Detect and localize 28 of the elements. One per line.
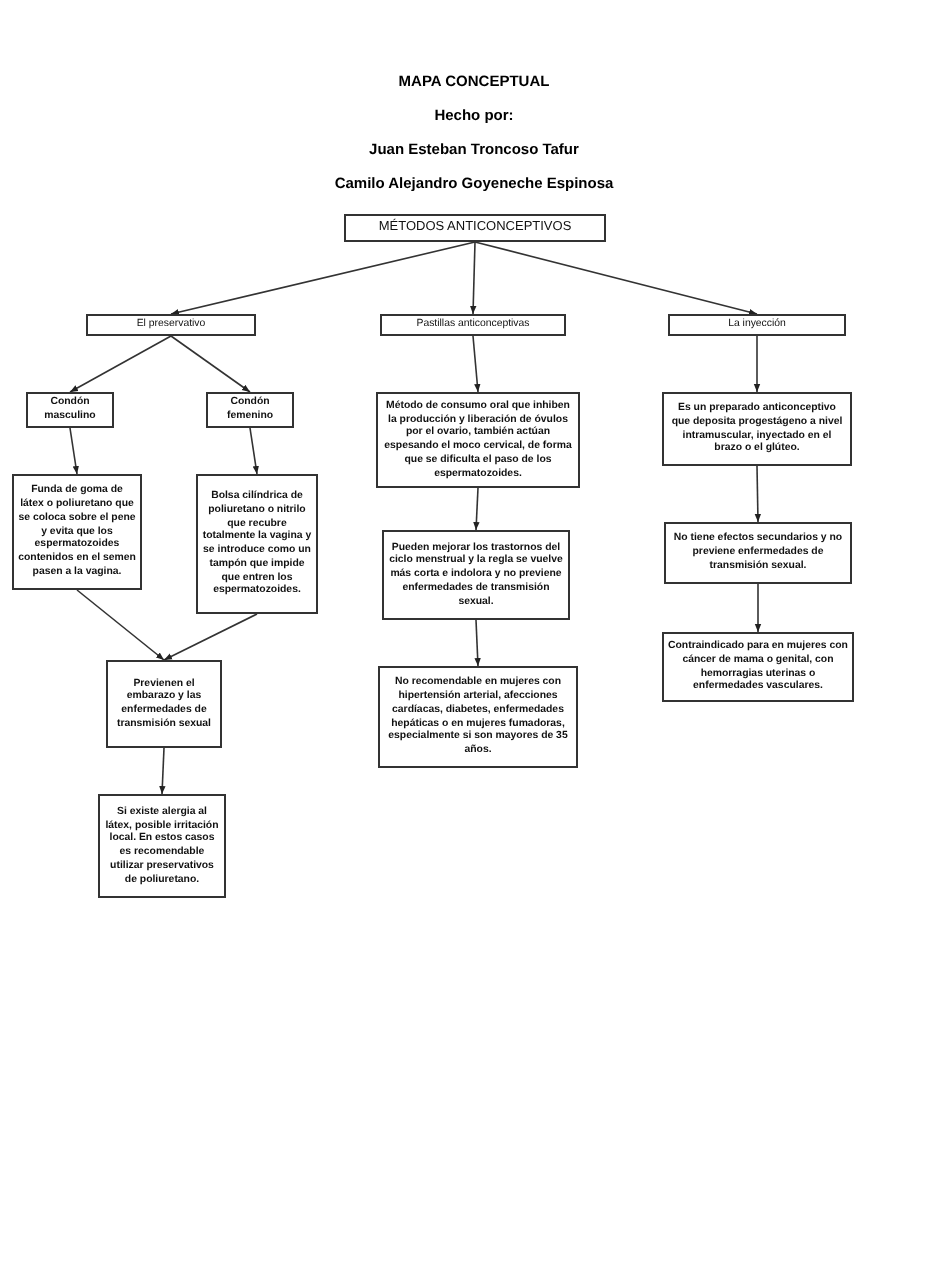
arrow <box>473 487 480 531</box>
arrow <box>754 465 762 523</box>
topic-box <box>344 214 606 242</box>
arrow <box>472 335 481 393</box>
concept-box <box>662 392 852 466</box>
arrow <box>159 747 166 795</box>
concept-box <box>86 314 256 336</box>
arrow <box>76 589 165 661</box>
arrow <box>170 241 476 316</box>
concept-box <box>98 794 226 898</box>
arrow <box>753 335 761 393</box>
arrow <box>69 335 172 393</box>
arrow <box>470 241 477 315</box>
concept-box <box>196 474 318 614</box>
arrow <box>163 613 258 661</box>
arrow <box>754 583 762 633</box>
arrow <box>474 241 758 316</box>
arrow <box>69 427 79 475</box>
concept-box <box>206 392 294 428</box>
concept-box <box>106 660 222 748</box>
concept-box <box>664 522 852 584</box>
concept-box <box>380 314 566 336</box>
arrow <box>170 335 251 393</box>
arrow <box>249 427 259 475</box>
concept-box <box>26 392 114 428</box>
concept-box <box>382 530 570 620</box>
concept-box <box>668 314 846 336</box>
arrow <box>474 619 481 667</box>
